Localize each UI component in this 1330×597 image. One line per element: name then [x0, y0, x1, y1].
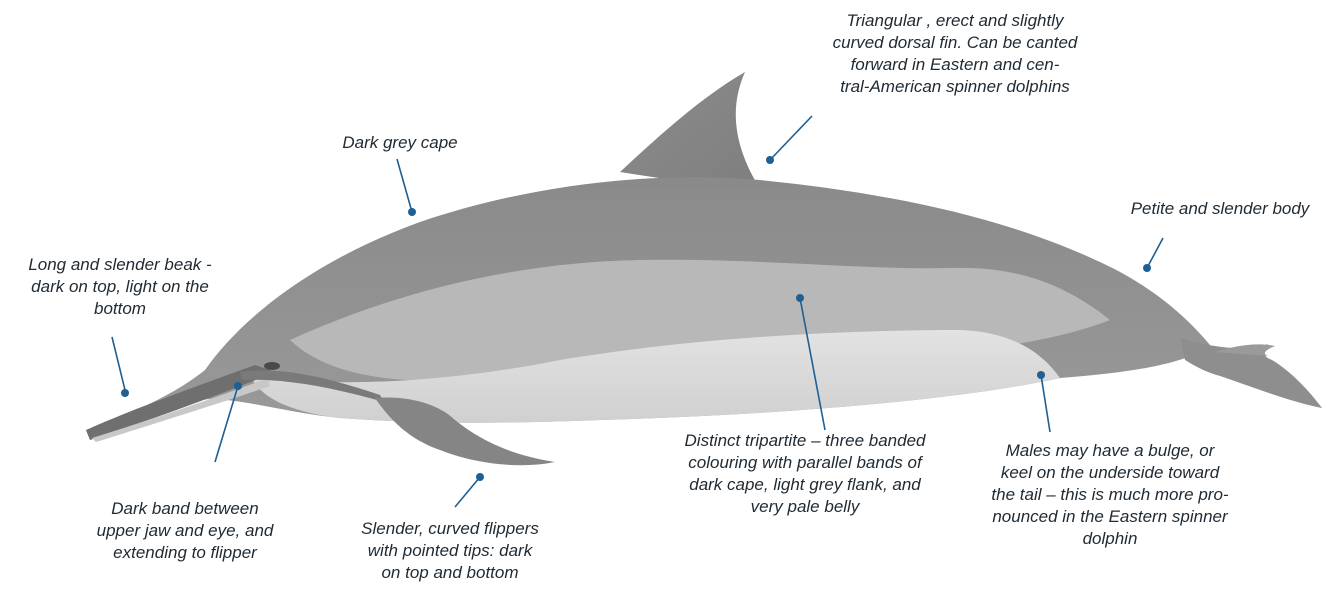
pointer-dorsal-fin [770, 116, 812, 160]
label-tripartite: Distinct tripartite – three banded colou… [640, 430, 970, 518]
label-dorsal-fin: Triangular , erect and slightly curved d… [790, 10, 1120, 98]
pointer-dot-flippers [476, 473, 484, 481]
pointer-body [1147, 238, 1163, 268]
pointer-cape [397, 159, 412, 212]
pointer-dot-body [1143, 264, 1151, 272]
eye [264, 362, 280, 370]
label-beak: Long and slender beak - dark on top, lig… [0, 254, 240, 320]
pointer-dot-beak [121, 389, 129, 397]
pointer-beak [112, 337, 125, 390]
label-flippers: Slender, curved flippers with pointed ti… [320, 518, 580, 584]
pointer-dot-dorsal-fin [766, 156, 774, 164]
label-cape: Dark grey cape [300, 132, 500, 154]
label-dark-band: Dark band between upper jaw and eye, and… [60, 498, 310, 564]
pointer-dot-dark-band [234, 382, 242, 390]
pointer-dot-cape [408, 208, 416, 216]
pointer-keel [1041, 375, 1050, 432]
pointer-dot-keel [1037, 371, 1045, 379]
dorsal-fin [620, 72, 762, 192]
pointer-dot-tripartite [796, 294, 804, 302]
label-body: Petite and slender body [1100, 198, 1330, 220]
dolphin-illustration [86, 72, 1322, 465]
label-keel: Males may have a bulge, or keel on the u… [960, 440, 1260, 550]
pointer-flippers [455, 477, 480, 507]
